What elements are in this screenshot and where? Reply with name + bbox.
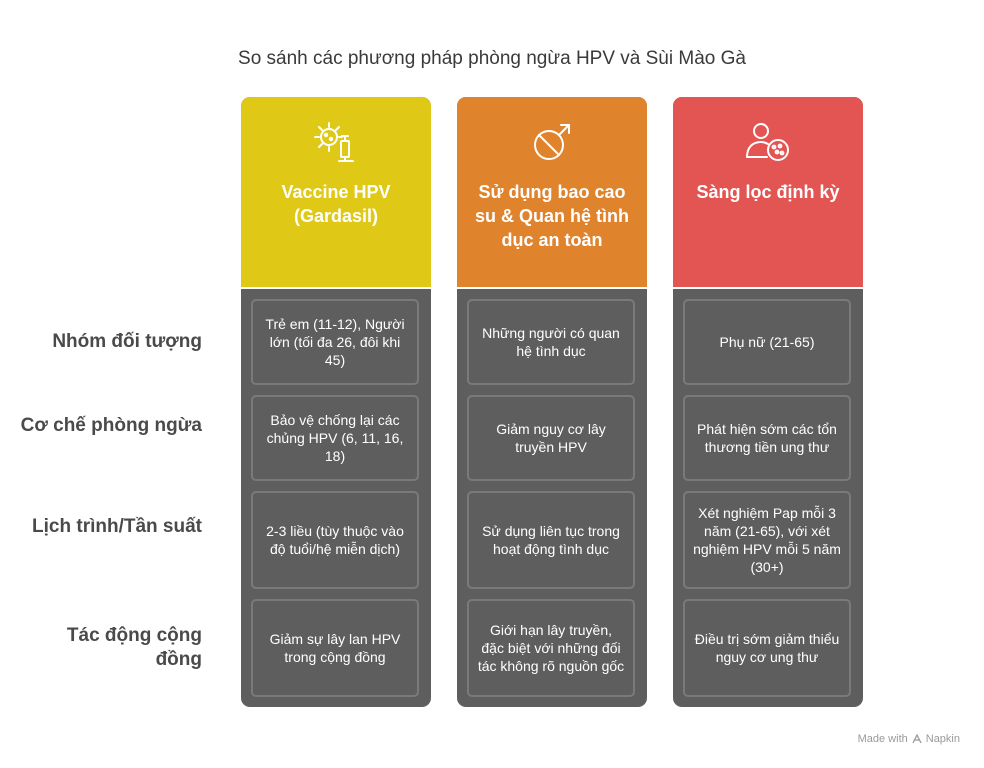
column-screening: Sàng lọc định kỳ Phụ nữ (21-65) Phát hiệ… bbox=[673, 97, 863, 707]
cell-vaccine-schedule: 2-3 liều (tùy thuộc vào độ tuổi/hệ miễn … bbox=[251, 491, 419, 589]
cell-vaccine-community-impact: Giảm sự lây lan HPV trong cộng đồng bbox=[251, 599, 419, 697]
cell-screening-schedule: Xét nghiệm Pap mỗi 3 năm (21-65), với xé… bbox=[683, 491, 851, 589]
cell-condom-mechanism: Giảm nguy cơ lây truyền HPV bbox=[467, 395, 635, 481]
column-header-condom: Sử dụng bao cao su & Quan hệ tình dục an… bbox=[457, 97, 647, 289]
cell-vaccine-target-group: Trẻ em (11-12), Người lớn (tối đa 26, đô… bbox=[251, 299, 419, 385]
column-header-label: Vaccine HPV (Gardasil) bbox=[281, 182, 391, 226]
cell-screening-mechanism: Phát hiện sớm các tổn thương tiền ung th… bbox=[683, 395, 851, 481]
diagram-title: So sánh các phương pháp phòng ngừa HPV v… bbox=[238, 48, 746, 69]
napkin-logo-icon bbox=[912, 734, 922, 744]
column-condom: Sử dụng bao cao su & Quan hệ tình dục an… bbox=[457, 97, 647, 707]
gender-block-icon bbox=[534, 124, 570, 160]
cell-screening-community-impact: Điều trị sớm giảm thiểu nguy cơ ung thư bbox=[683, 599, 851, 697]
cell-vaccine-mechanism: Bảo vệ chống lại các chủng HPV (6, 11, 1… bbox=[251, 395, 419, 481]
made-with-label: Made with bbox=[857, 733, 908, 745]
made-with-footer: Made with Napkin bbox=[858, 733, 960, 745]
row-label-mechanism: Cơ chế phòng ngừa bbox=[20, 415, 202, 436]
cell-screening-target-group: Phụ nữ (21-65) bbox=[683, 299, 851, 385]
column-header-vaccine: Vaccine HPV (Gardasil) bbox=[241, 97, 431, 289]
column-vaccine: Vaccine HPV (Gardasil) Trẻ em (11-12), N… bbox=[241, 97, 431, 707]
napkin-brand-label: Napkin bbox=[925, 733, 960, 745]
column-header-label: Sử dụng bao cao su & Quan hệ tình dục an… bbox=[474, 182, 629, 250]
row-label-target-group: Nhóm đối tượng bbox=[52, 331, 202, 352]
person-cell-screening-icon bbox=[746, 123, 789, 161]
column-header-label: Sàng lọc định kỳ bbox=[696, 182, 840, 202]
cell-condom-community-impact: Giới hạn lây truyền, đặc biệt với những … bbox=[467, 599, 635, 697]
virus-vaccine-icon bbox=[314, 122, 354, 162]
cell-condom-schedule: Sử dụng liên tục trong hoạt động tình dụ… bbox=[467, 491, 635, 589]
row-label-community-impact: Tác động cộng đồng bbox=[66, 625, 202, 670]
cell-condom-target-group: Những người có quan hệ tình dục bbox=[467, 299, 635, 385]
row-label-schedule: Lịch trình/Tần suất bbox=[32, 516, 202, 537]
column-header-screening: Sàng lọc định kỳ bbox=[673, 97, 863, 289]
